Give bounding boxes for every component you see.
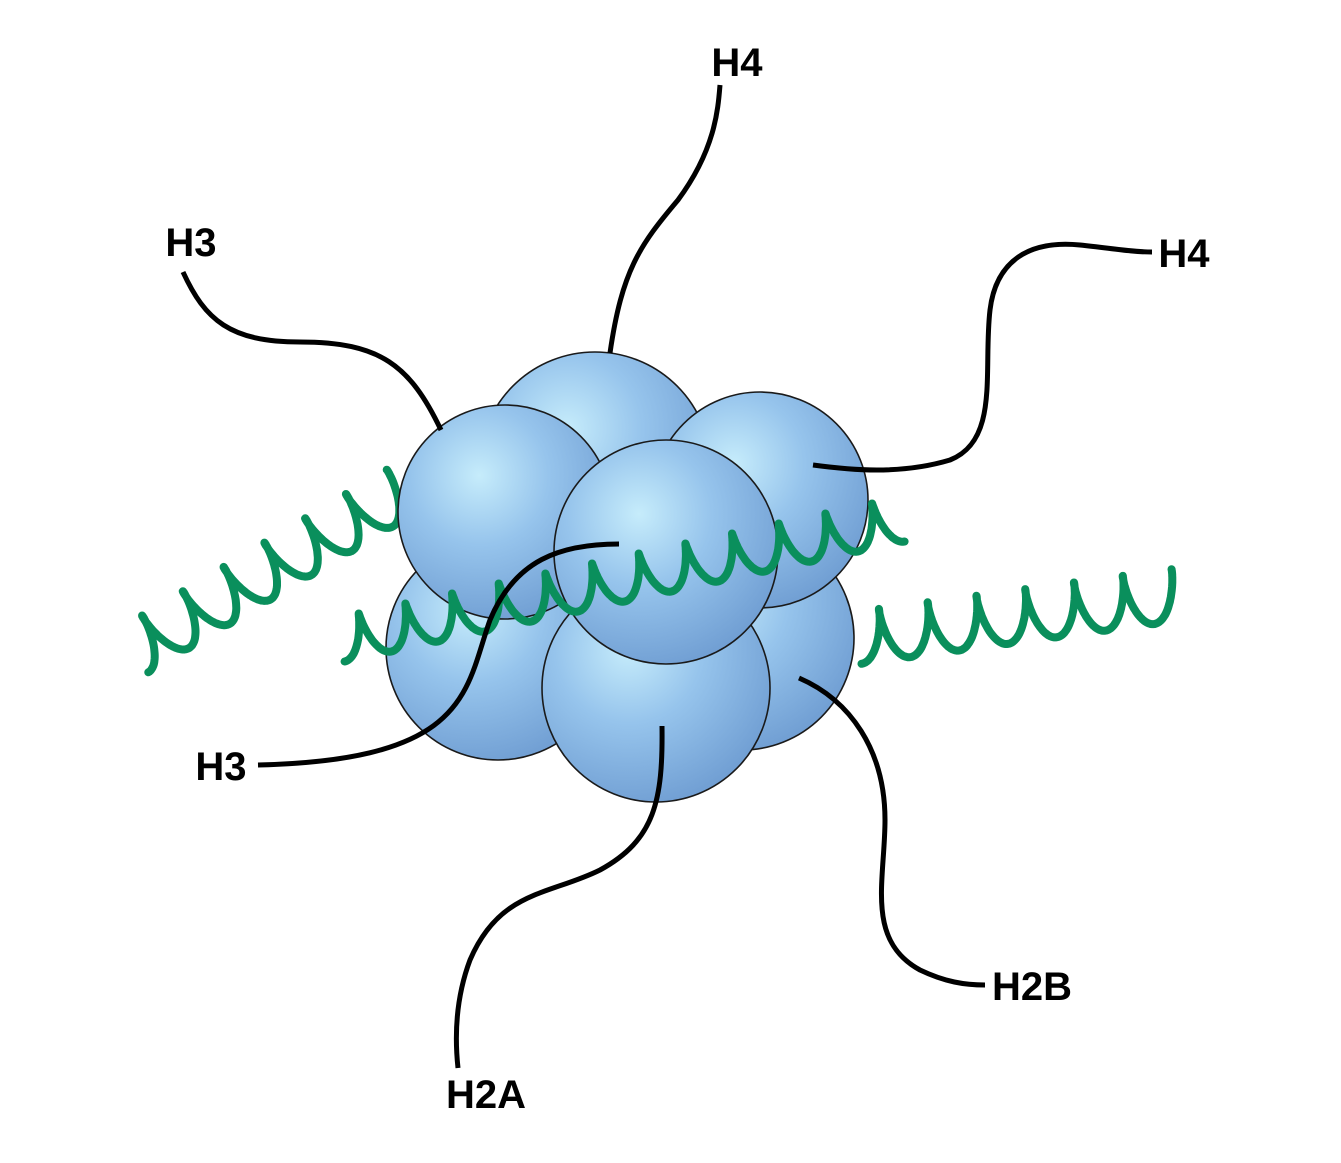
label-h2a: H2A	[446, 1073, 526, 1117]
tail-h4-right	[812, 241, 1153, 473]
dna-helix-front	[340, 499, 909, 666]
tail-h2a	[453, 725, 665, 1069]
tail-h3-upper	[180, 270, 444, 432]
label-h4-top: H4	[711, 41, 763, 85]
label-h4-right: H4	[1158, 232, 1210, 276]
tail-h4-top	[607, 84, 723, 354]
dna-helix-left	[138, 465, 404, 677]
label-h3-lower: H3	[195, 745, 246, 789]
label-h2b: H2B	[992, 965, 1072, 1009]
label-h3-upper: H3	[165, 221, 216, 265]
dna-helix-right	[857, 565, 1177, 668]
tail-h2b	[798, 675, 986, 988]
tail-h3-lower	[257, 541, 620, 768]
